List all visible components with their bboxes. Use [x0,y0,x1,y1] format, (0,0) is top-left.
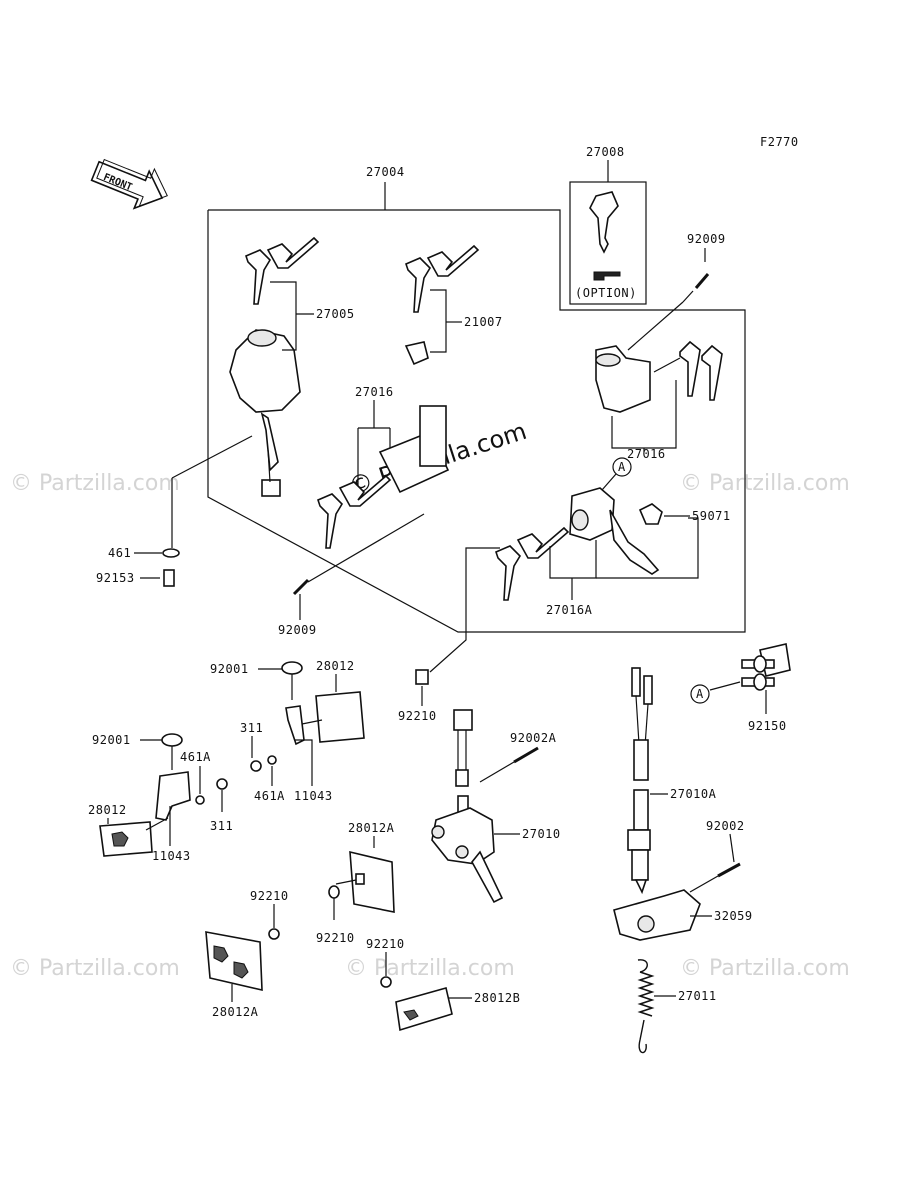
switch-assembly-27010: 92002A 27010 [431,709,561,904]
part-label-92150: 92150 [748,719,787,733]
lock-cylinder-icon [404,341,429,366]
part-label-27011: 27011 [678,989,717,1003]
part-label-92001-upper: 92001 [210,662,249,676]
key-blank-icon [589,191,619,254]
watermark: © Partzilla.com [680,471,850,496]
part-label-461: 461 [108,546,131,560]
lock-27016-right: 27016 [595,340,723,461]
ignition-switch-27005: 27005 [229,236,355,497]
connector-icon [261,479,281,497]
key-icon [426,244,480,277]
part-label-27016A: 27016A [546,603,593,617]
reflector-lower-left-group: 92001 461A 28012 311 11043 [88,733,233,863]
part-label-27004: 27004 [366,165,405,179]
part-label-311-upper: 311 [240,721,263,735]
screw-92009-bottom: 92009 [278,513,425,637]
callout-a-upper: A [601,457,632,491]
watermark: © Partzilla.com [10,956,180,981]
watermarks: © Partzilla.com © Partzilla.com © Partzi… [10,417,850,981]
figure-code: F2770 [760,135,799,149]
key-icon [701,344,723,401]
front-arrow-icon: FRONT [90,158,168,210]
watermark: © Partzilla.com [680,956,850,981]
key-pair-icon [245,236,320,305]
bracket-32059: 92002 32059 [613,819,753,941]
part-label-92009-top: 92009 [687,232,726,246]
lock-27016-left: 27016 [317,385,450,549]
reflector-28012A-lower: 92210 28012A [205,889,289,1019]
watermark: © Partzilla.com [345,956,515,981]
bolt-92153: 92153 [96,569,175,587]
option-label: (OPTION) [575,286,637,300]
part-label-92210-b: 92210 [316,931,355,945]
part-label-461A-upper: 461A [254,789,285,803]
part-label-59071: 59071 [692,509,731,523]
key-code-tag-icon [593,271,621,281]
part-label-27008: 27008 [586,145,625,159]
part-label-11043-lower: 11043 [152,849,191,863]
key-icon [495,545,522,601]
part-label-27016-left: 27016 [355,385,394,399]
part-label-461A-lower: 461A [180,750,211,764]
nut-92210-a: 92210 [398,669,437,723]
part-label-92001-lower: 92001 [92,733,131,747]
part-label-11043-upper: 11043 [294,789,333,803]
reflector-28012B: 92210 28012B [366,937,520,1032]
watermark: © Partzilla.com [10,471,180,496]
part-label-311-lower: 311 [210,819,233,833]
reflector-upper-group: 92001 28012 311 461A 11043 [210,659,365,803]
part-label-28012-lower: 28012 [88,803,127,817]
clip-59071: 59071 [638,503,731,525]
part-label-28012B: 28012B [474,991,520,1005]
reflector-28012A-upper: 28012A 92210 [316,821,395,945]
lock-set-21007: 21007 [404,244,503,366]
part-label-92210-d: 92210 [366,937,405,951]
screw-92009-top: 92009 [627,232,726,351]
key-icon [405,257,432,313]
key-icon [679,340,701,397]
part-label-28012A-upper: 28012A [348,821,395,835]
washer-461: 461 [108,546,180,560]
part-label-27010: 27010 [522,827,561,841]
part-label-92009-bottom: 92009 [278,623,317,637]
lock-27016A: 27016A [495,487,699,617]
spring-27011: 27011 [637,959,717,1054]
part-label-27005: 27005 [316,307,355,321]
kit-outline: 27004 [207,165,746,633]
part-label-27010A: 27010A [670,787,717,801]
part-label-92210-c: 92210 [250,889,289,903]
part-label-21007: 21007 [464,315,503,329]
part-label-92153: 92153 [96,571,135,585]
switch-27010A: 27010A [627,667,717,895]
key-icon [317,493,344,549]
connector-icon [453,709,473,731]
key-icon [338,474,392,507]
part-label-28012A-lower: 28012A [212,1005,259,1019]
callout-marker-lower: A [696,687,704,701]
optional-key-box: 27008 (OPTION) [569,145,647,305]
part-label-92210-a: 92210 [398,709,437,723]
part-label-92002A: 92002A [510,731,557,745]
key-icon [516,526,570,559]
part-label-28012-upper: 28012 [316,659,355,673]
part-label-32059: 32059 [714,909,753,923]
bolts-92150: A 92150 [690,643,791,733]
callout-marker: A [618,460,626,474]
part-label-27016-right: 27016 [627,447,666,461]
part-label-92002: 92002 [706,819,745,833]
